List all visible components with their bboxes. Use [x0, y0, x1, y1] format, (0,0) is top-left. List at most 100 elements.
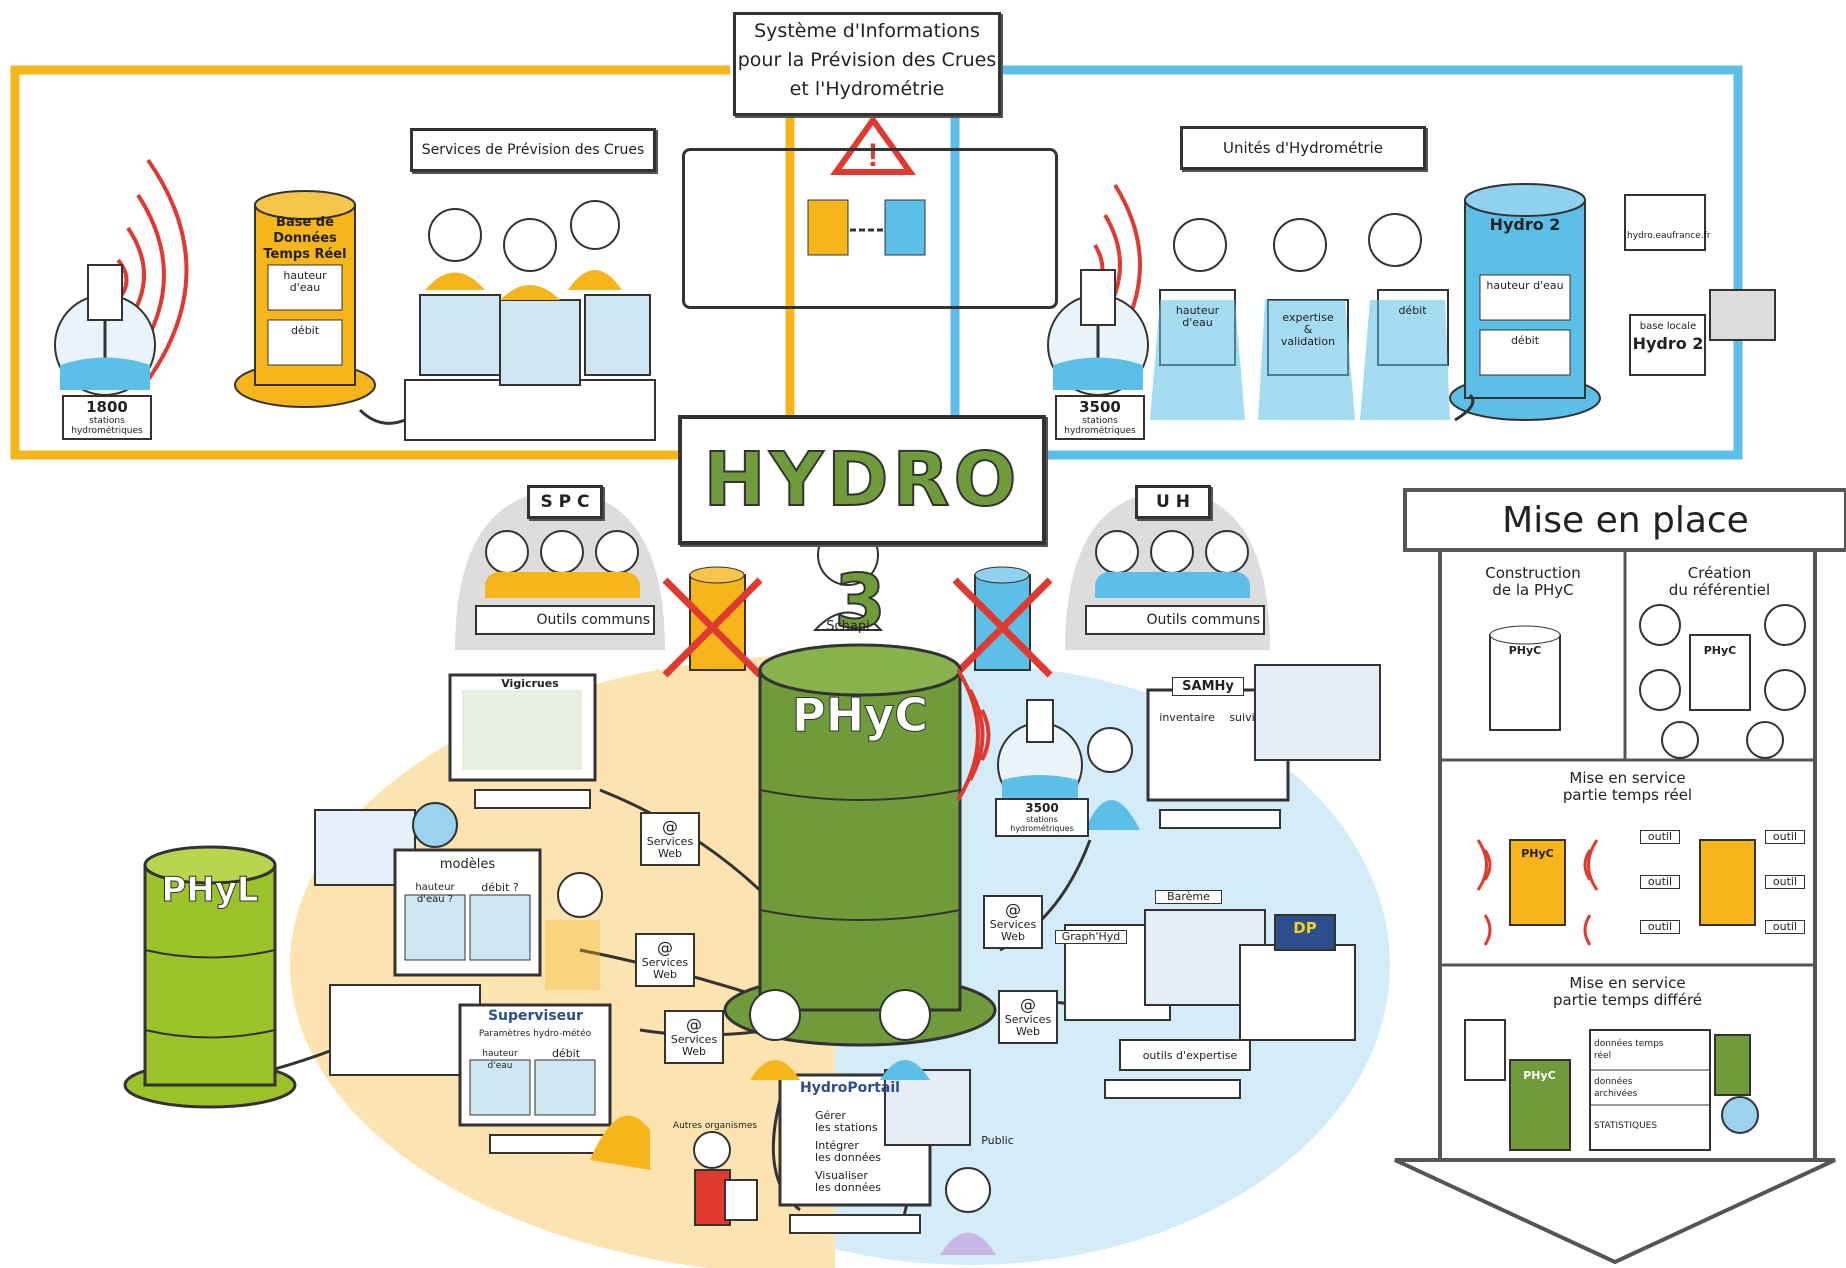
- spc-database-cylinder: [234, 190, 376, 408]
- mep-temps-reel: [1476, 839, 1756, 946]
- mep-referentiel: [1639, 604, 1806, 759]
- spc-team-bodies: [485, 572, 640, 598]
- uh-database-cylinder: [1449, 183, 1601, 421]
- spc-team-people: [485, 530, 645, 600]
- uh-local-label: base locale: [1639, 321, 1697, 332]
- mep-cell2-badge: PHyC: [1703, 644, 1737, 657]
- person-portal-left: [749, 989, 801, 1041]
- spc-db-title-line2: Temps Réel: [263, 247, 347, 262]
- web-services-5: @ Services Web: [998, 990, 1058, 1044]
- web-services-1-symbol: @: [662, 817, 678, 836]
- mep-outil-3: outil: [1640, 920, 1680, 934]
- uh-frame: [1000, 65, 1743, 460]
- person-portal-right-body: [880, 1060, 930, 1080]
- spc-station-count: 1800: [86, 398, 128, 416]
- mep-cell2-line2: du référentiel: [1668, 581, 1771, 599]
- dotted-pattern: [545, 920, 600, 990]
- spc-db-hauteur: hauteur d'eau: [283, 269, 327, 294]
- uh-laptop2-line3: validation: [1280, 335, 1336, 348]
- web-services-2-line2: Web: [653, 968, 677, 981]
- mep-outil-1: outil: [1640, 830, 1680, 844]
- spc-db-title: Base de Données Temps Réel: [250, 215, 360, 263]
- web-services-3-line2: Web: [682, 1045, 706, 1058]
- hydroportail-screen-shape: [778, 1069, 971, 1234]
- uh-db-crossed: [952, 566, 1053, 678]
- mep-cell2-title: Création du référentiel: [1632, 565, 1807, 599]
- uh-laptops: [1150, 213, 1450, 420]
- uh-laptop3-label: débit: [1398, 304, 1427, 317]
- hydro3-title: HYDRO 3: [703, 436, 1021, 646]
- spc-person-yellow: [590, 1115, 650, 1170]
- mep-table-row3: STATISTIQUES: [1594, 1121, 1658, 1131]
- modeles-debit: débit ?: [481, 881, 519, 894]
- system-title-line2: pour la Prévision des Crues: [737, 49, 997, 71]
- uh-station-count-box: 3500 stations hydrométriques: [1055, 395, 1145, 440]
- web-services-4: @ Services Web: [983, 895, 1043, 949]
- spc-desk: [404, 200, 656, 441]
- mep-row3-badge: PHyC: [1523, 1069, 1556, 1082]
- spc-db-title-line1: Base de Données: [273, 215, 337, 246]
- system-title-sign: Système d'Informations pour la Prévision…: [733, 12, 1001, 116]
- uh-laptop2-label: expertise & validation: [1272, 312, 1344, 348]
- uh-station-count: 3500: [1079, 398, 1121, 416]
- web-services-3-line1: Services: [670, 1033, 718, 1046]
- hydro3-sign: HYDRO 3: [678, 415, 1046, 646]
- web-services-3-symbol: @: [686, 1015, 702, 1034]
- schapi-label: Schapi: [826, 619, 870, 634]
- person-public: [940, 1167, 996, 1255]
- mep-row2-badge: PHyC: [1521, 847, 1554, 860]
- person-portal-right: [879, 989, 931, 1041]
- mep-cell1-line2: de la PHyC: [1492, 581, 1574, 599]
- mep-phyc-construction: [1489, 625, 1561, 731]
- uh-team-bodies: [1095, 572, 1250, 598]
- mep-outil-2: outil: [1640, 875, 1680, 889]
- mep-cell1-line1: Construction: [1485, 564, 1581, 582]
- portal-item-2: Intégrer les données: [815, 1140, 885, 1164]
- spc-monitors: [314, 673, 621, 1154]
- spc-sign-label: Services de Prévision des Crues: [421, 142, 645, 158]
- spc-badge: S P C: [527, 485, 603, 519]
- uh-common-tools-label: Outils communs: [1146, 612, 1260, 628]
- uh-local-name: Hydro 2: [1632, 334, 1704, 353]
- phyc-label: PHyC: [792, 688, 929, 743]
- uh-local-db: base locale Hydro 2: [1632, 318, 1704, 352]
- system-title-line3: et l'Hydrométrie: [789, 78, 945, 100]
- web-services-4-line1: Services: [989, 918, 1037, 931]
- mep-outil-4: outil: [1765, 830, 1805, 844]
- mep-row2-line2: partie temps réel: [1562, 786, 1693, 804]
- spc-db-crossed: [662, 566, 763, 678]
- spc-station-count-box: 1800 stations hydrométriques: [62, 395, 152, 440]
- uh-db-title: Hydro 2: [1489, 215, 1561, 234]
- web-services-2: @ Services Web: [635, 933, 695, 987]
- station-right-top: [1047, 269, 1149, 396]
- mep-row2-title: Mise en service partie temps réel: [1440, 770, 1815, 804]
- portal-item-3-line2: les données: [815, 1181, 881, 1194]
- station-middle: [997, 699, 1083, 808]
- uh-badge: U H: [1135, 485, 1211, 519]
- uh-web-caption: hydro.eaufrance.fr: [1627, 231, 1711, 241]
- system-title-line1: Système d'Informations: [754, 20, 980, 42]
- person-portal-left-body: [750, 1060, 800, 1080]
- outils-expertise: outils d'expertise: [1142, 1049, 1238, 1062]
- portal-item-1-line1: Gérer: [815, 1109, 846, 1122]
- web-services-1: @ Services Web: [640, 812, 700, 866]
- warning-icon: !: [830, 114, 916, 175]
- spc-station-caption: stations hydrométriques: [71, 416, 143, 436]
- superviseur-params: Paramètres hydro-météo: [478, 1029, 592, 1039]
- exchange-cylinder-blue: [884, 199, 926, 256]
- portal-item-3-line1: Visualiser: [815, 1169, 868, 1182]
- web-services-5-line1: Services: [1004, 1013, 1052, 1026]
- spc-common-tools-label: Outils communs: [536, 612, 650, 628]
- web-services-4-line2: Web: [1001, 930, 1025, 943]
- mep-table-row1: données temps réel: [1594, 1039, 1664, 1061]
- portal-item-1-line2: les stations: [815, 1121, 878, 1134]
- person-autres: [693, 1131, 758, 1226]
- mep-cell1-title: Construction de la PHyC: [1448, 565, 1618, 599]
- dp-title: DP: [1293, 919, 1317, 937]
- middle-station-count: 3500: [1025, 801, 1059, 815]
- portal-item-2-line2: les données: [815, 1151, 881, 1164]
- graphyd-title: Graph'Hyd: [1055, 930, 1127, 944]
- mep-outil-6: outil: [1765, 920, 1805, 934]
- uh-team-person-3: [1205, 530, 1249, 574]
- mep-cell1-badge: PHyC: [1508, 644, 1542, 657]
